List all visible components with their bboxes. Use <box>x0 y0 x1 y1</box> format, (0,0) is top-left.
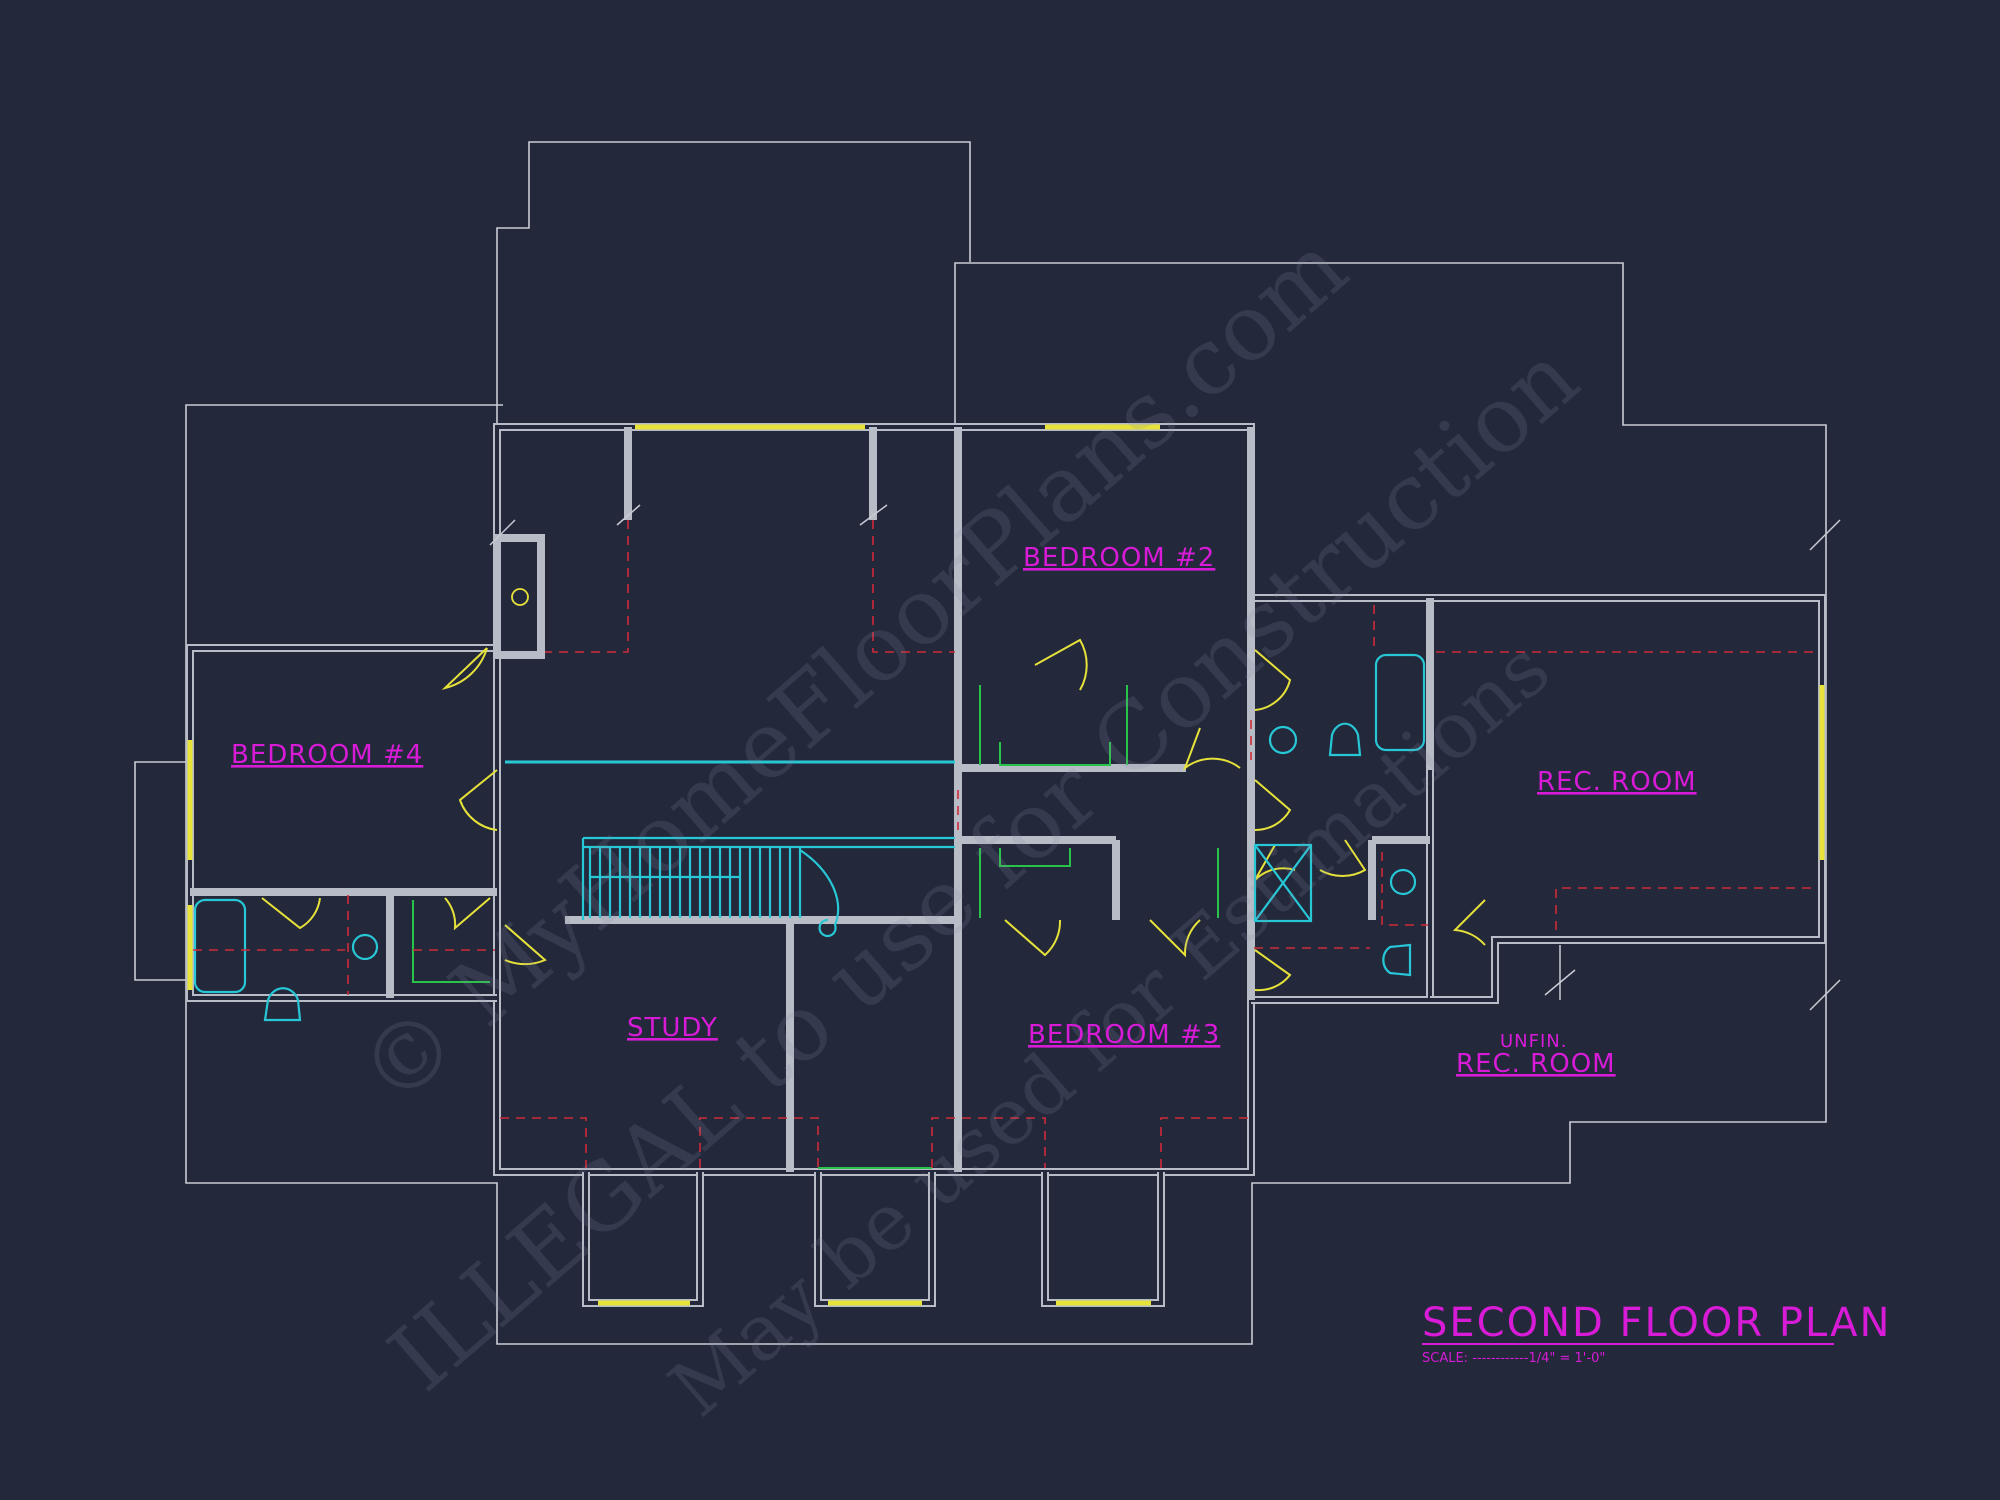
roof-outline <box>134 141 1827 1345</box>
room-labels: BEDROOM #2 BEDROOM #4 REC. ROOM STUDY BE… <box>231 543 1697 1079</box>
room-label-rec-room: REC. ROOM <box>1537 767 1697 797</box>
room-label-bedroom-2: BEDROOM #2 <box>1023 543 1215 573</box>
title-block: SECOND FLOOR PLAN SCALE: ------------1/4… <box>1422 1300 1891 1366</box>
room-label-bedroom-4: BEDROOM #4 <box>231 740 423 770</box>
break-marks <box>489 504 1841 1011</box>
drawing-scale: SCALE: ------------1/4" = 1'-0" <box>1422 1351 1605 1366</box>
interior-walls <box>190 427 1434 1172</box>
staircase <box>581 836 955 938</box>
room-label-study: STUDY <box>627 1013 718 1043</box>
hidden-lines <box>193 520 1818 1168</box>
room-label-bedroom-3: BEDROOM #3 <box>1028 1020 1220 1050</box>
plumbing-fixtures <box>193 588 1426 1022</box>
watermark: © MyHomeFloorPlans.com ILLEGAL to use fo… <box>339 213 1598 1434</box>
closet-shelving <box>412 685 1219 1169</box>
windows <box>187 424 1825 1306</box>
drawing-title: SECOND FLOOR PLAN <box>1422 1300 1891 1346</box>
room-label-unfin: UNFIN. <box>1500 1031 1568 1052</box>
room-label-unfin-rec-room: REC. ROOM <box>1456 1049 1616 1079</box>
